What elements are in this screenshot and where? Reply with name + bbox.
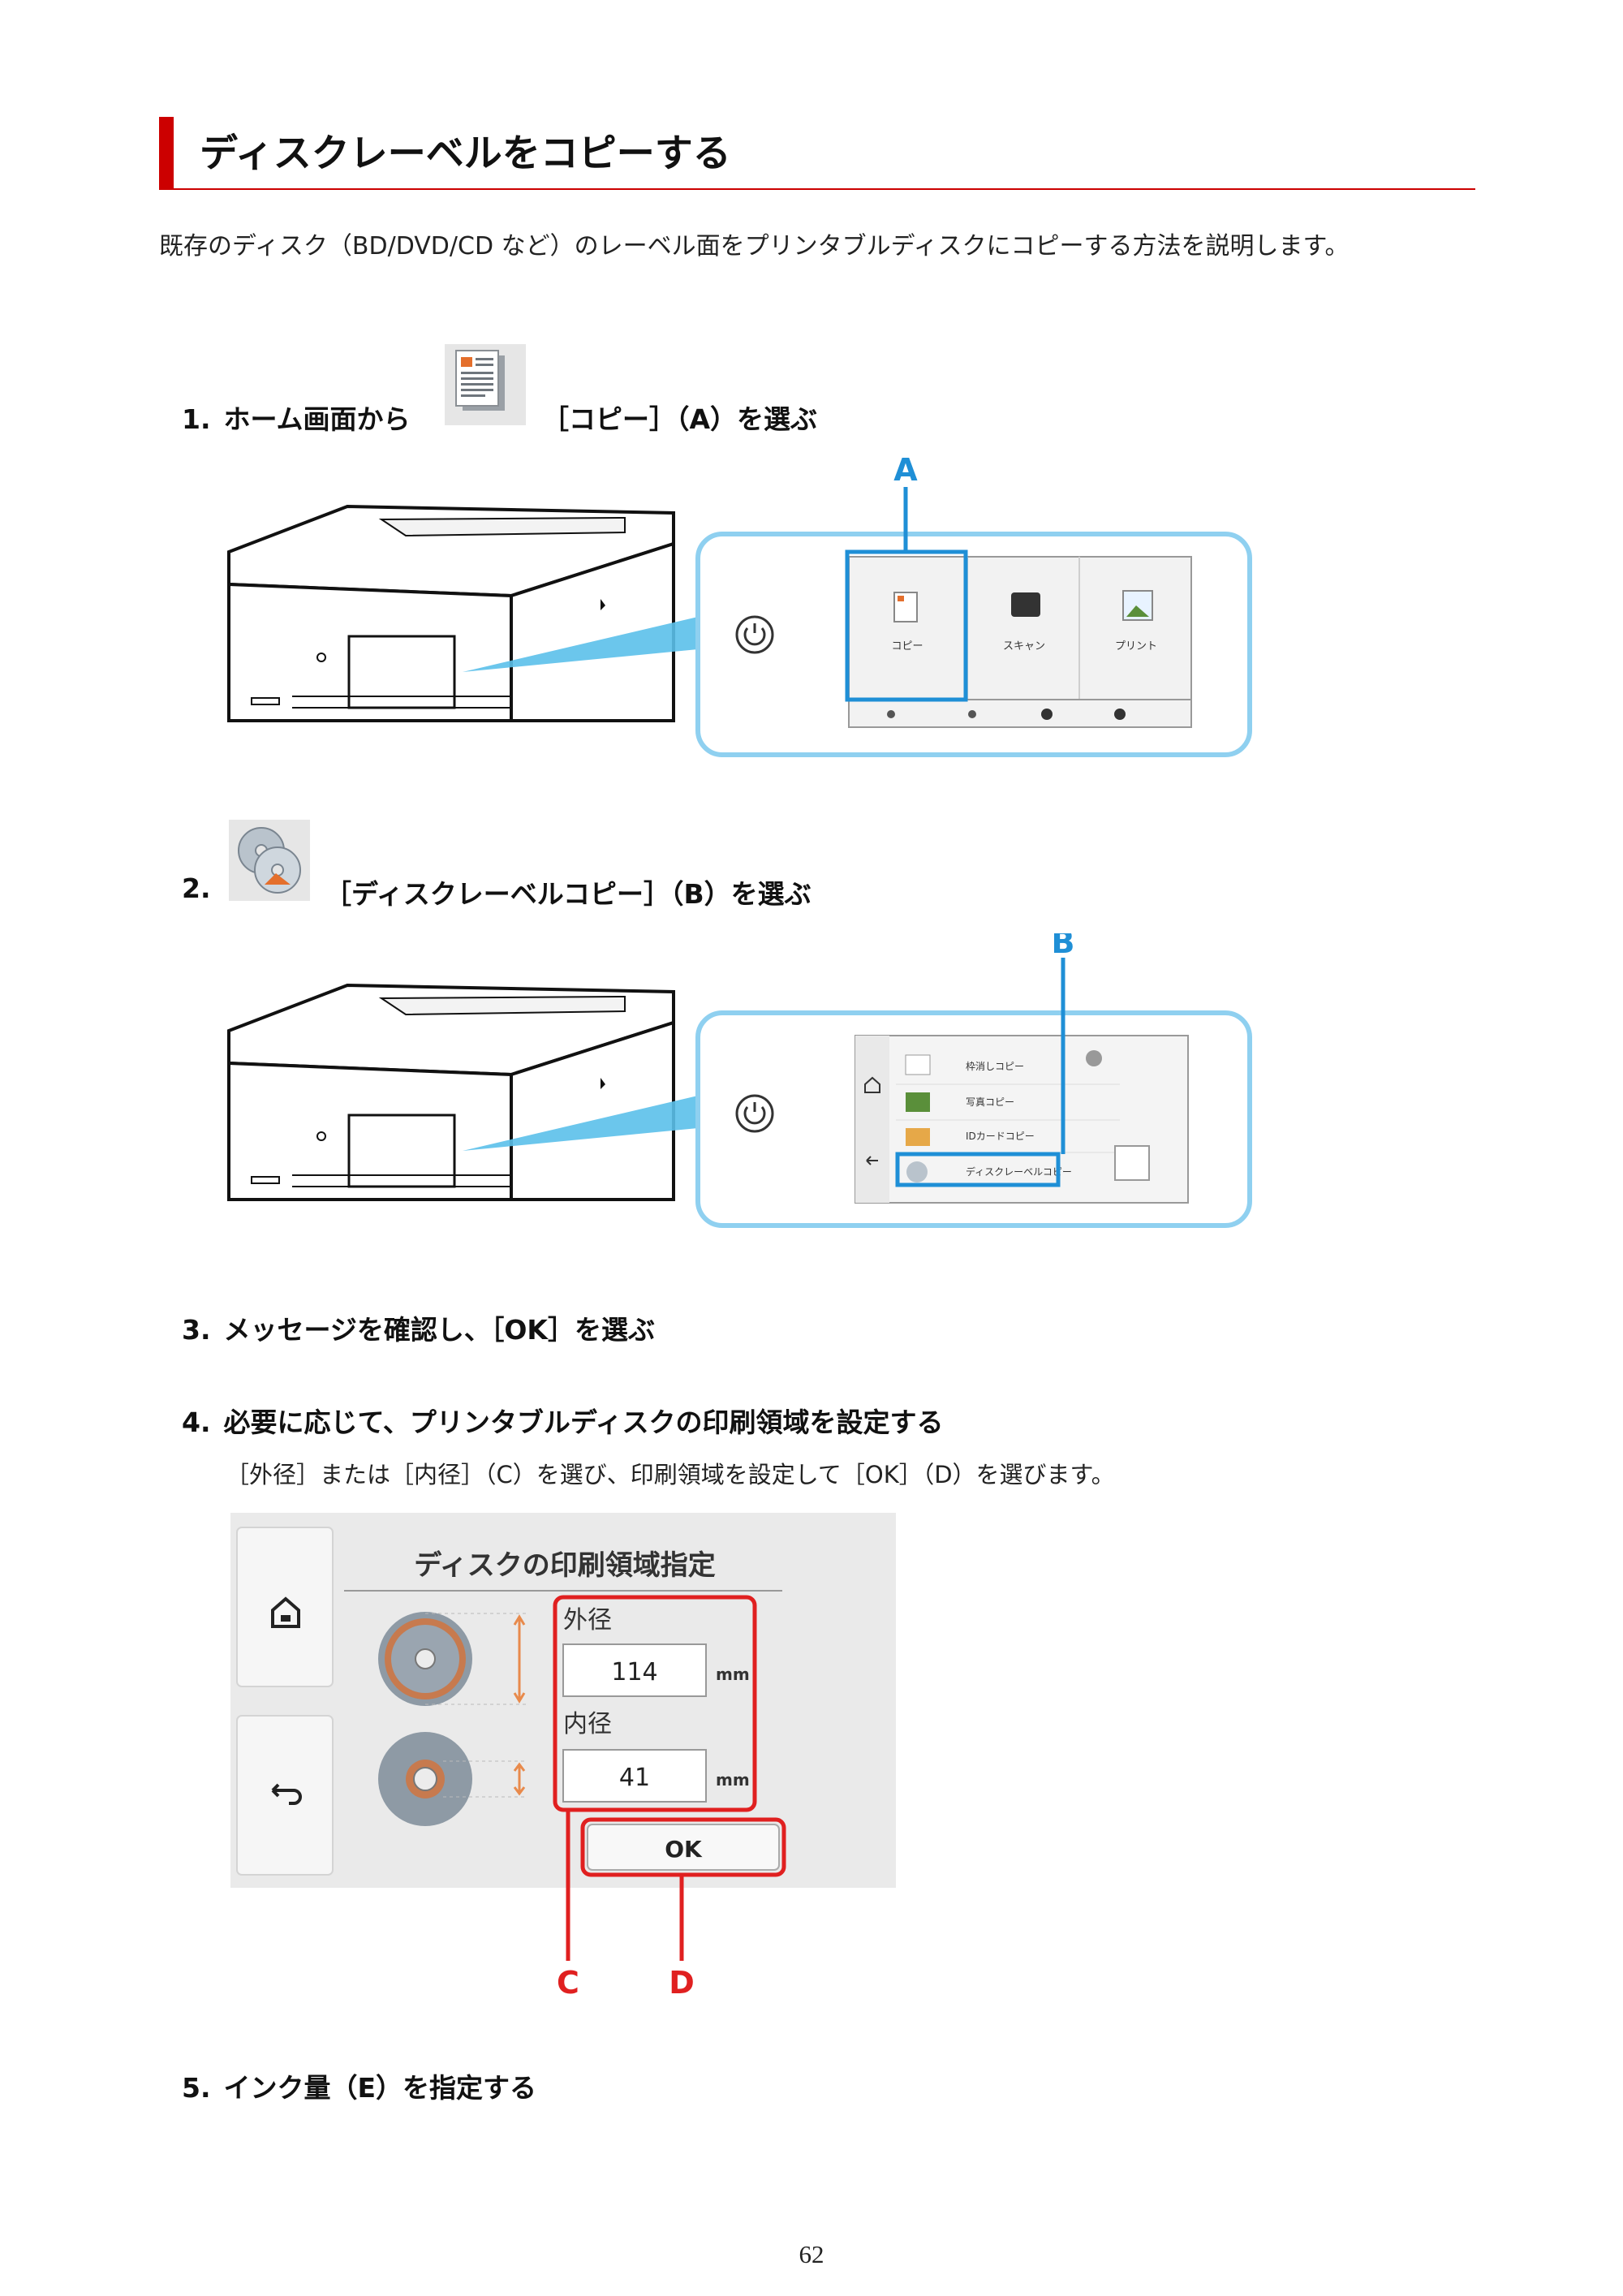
ok-button[interactable] (587, 1824, 780, 1871)
tile-print: プリント (1115, 640, 1157, 653)
step-text: ホーム画面から (223, 403, 411, 435)
power-icon (735, 1094, 774, 1133)
callout-a: A (893, 454, 918, 488)
step-2: 2. (182, 872, 224, 904)
title-underline (159, 188, 1475, 190)
step-text: メッセージを確認し、［OK］を選ぶ (223, 1314, 655, 1346)
outer-diameter-label: 外径 (563, 1606, 612, 1635)
tile-copy: コピー (891, 640, 923, 653)
intro-paragraph: 既存のディスク（BD/DVD/CD など）のレーベル面をプリンタブルディスクにコ… (159, 232, 1350, 261)
outer-disc-icon (378, 1612, 472, 1706)
back-icon (271, 1783, 302, 1805)
step-4-description: ［外径］または［内径］（C）を選び、印刷領域を設定して［OK］（D）を選びます。 (226, 1461, 1115, 1488)
step-number: 3. (182, 1314, 211, 1346)
step-number: 1. (182, 403, 211, 435)
callout-b-box (895, 1152, 1061, 1187)
outer-unit: mm (716, 1665, 750, 1684)
step-number: 2. (182, 872, 211, 904)
step-number: 5. (182, 2072, 211, 2104)
callout-c: C (557, 1965, 579, 2000)
page-number: 62 (799, 2240, 824, 2268)
inner-unit: mm (716, 1770, 750, 1790)
tile-scan: スキャン (1003, 640, 1045, 653)
zoom-beam (463, 617, 698, 672)
step-text: インク量（E）を指定する (223, 2072, 537, 2104)
menu-item-id-card-copy: IDカードコピー (966, 1131, 1035, 1142)
menu-item-frame-erase: 枠消しコピー (966, 1061, 1024, 1072)
step-text: 必要に応じて、プリンタブルディスクの印刷領域を設定する (223, 1406, 944, 1438)
ok-button-label: OK (665, 1836, 703, 1863)
callout-d: D (669, 1965, 695, 2000)
home-icon (271, 1596, 300, 1628)
inner-disc-icon (378, 1732, 472, 1826)
step-1-tail: ［コピー］（A）を選ぶ (542, 403, 818, 435)
figure-print-area: ディスクの印刷領域指定 外径 114 mm 内径 41 mm (230, 1513, 896, 2003)
copy-icon (445, 344, 526, 429)
step-5: 5. インク量（E）を指定する (182, 2066, 536, 2105)
page-title: ディスクレーベルをコピーする (200, 131, 731, 176)
home-icon (864, 1076, 880, 1093)
outer-diameter-field[interactable] (562, 1643, 707, 1697)
inner-diameter-value: 41 (619, 1764, 650, 1792)
step-1: 1. ホーム画面から (182, 398, 411, 437)
power-icon (735, 615, 774, 654)
back-icon (866, 1156, 878, 1165)
inner-diameter-label: 内径 (563, 1710, 612, 1738)
menu-item-photo-copy: 写真コピー (966, 1096, 1014, 1108)
zoom-beam (463, 1096, 698, 1151)
menu-item-disc-label-copy: ディスクレーベルコピー (966, 1165, 1072, 1178)
title-accent-bar (159, 117, 174, 188)
figure-home-copy: コピー スキャン プリント A (219, 452, 1258, 782)
callout-b: B (1052, 933, 1075, 960)
screen-header: ディスクの印刷領域指定 (414, 1549, 716, 1582)
outer-diameter-value: 114 (611, 1658, 657, 1686)
step-number: 4. (182, 1406, 211, 1438)
inner-diameter-field[interactable] (562, 1749, 707, 1803)
callout-c-box (553, 1595, 757, 1812)
disc-label-copy-icon (229, 820, 310, 904)
step-4: 4. 必要に応じて、プリンタブルディスクの印刷領域を設定する (182, 1401, 944, 1440)
figure-disc-label-menu: 枠消しコピー 写真コピー IDカードコピー ディスクレーベルコピー B (219, 924, 1258, 1261)
step-3: 3. メッセージを確認し、［OK］を選ぶ (182, 1308, 655, 1347)
printer-illustration (227, 504, 675, 722)
settings-icon (1114, 1145, 1150, 1181)
printer-illustration (227, 983, 675, 1201)
step-2-tail: ［ディスクレーベルコピー］（B）を選ぶ (325, 878, 812, 910)
